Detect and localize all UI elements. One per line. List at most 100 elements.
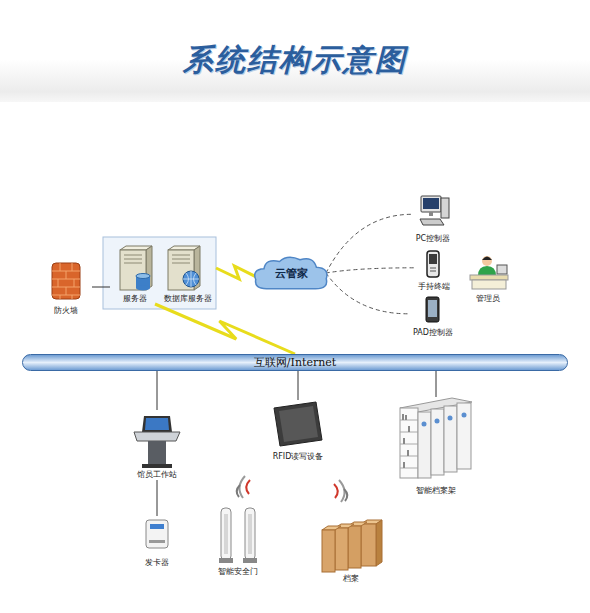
network-line — [157, 371, 158, 410]
tablet-icon-part — [428, 300, 437, 317]
node-label: 服务器 — [123, 294, 147, 304]
admin-icon-part — [470, 275, 508, 280]
cloud-outline — [255, 257, 327, 288]
firewall-icon-part — [52, 263, 80, 299]
security-gate-icon-part — [243, 558, 257, 563]
device-node: 馆员工作站 — [126, 410, 188, 480]
network-line — [436, 371, 437, 397]
node-label: PC控制器 — [416, 234, 450, 244]
pc-icon-part — [441, 198, 449, 218]
device-node: 手持终端 — [412, 248, 456, 292]
card-issuer-icon-part — [146, 520, 168, 548]
radio-waves-part — [237, 485, 240, 497]
archive-shelf-icon-part — [435, 419, 440, 424]
lightning-link — [216, 266, 256, 279]
archive-shelf-icon-part — [431, 409, 444, 475]
archive-boxes-icon — [322, 520, 382, 572]
node-label: 防火墙 — [54, 306, 78, 316]
rfid-reader-icon-part — [274, 402, 322, 446]
firewall-icon — [52, 263, 80, 299]
handheld-icon-part — [427, 251, 439, 277]
node-label: 馆员工作站 — [137, 470, 177, 480]
archive-boxes-icon-part — [335, 528, 348, 570]
wireless-link — [326, 273, 408, 314]
admin-icon-part — [472, 280, 506, 289]
device-node: 智能安全门 — [210, 503, 266, 577]
handheld-icon-part — [430, 268, 436, 271]
device-node: 档案 — [316, 520, 386, 584]
database-server-icon-part — [183, 271, 199, 287]
handheld-icon — [427, 251, 439, 277]
node-label: 管理员 — [476, 294, 500, 304]
card-issuer-icon-part — [150, 524, 164, 529]
radio-waves-part — [344, 489, 347, 501]
device-node: 发卡器 — [135, 516, 179, 568]
tablet-icon — [426, 297, 439, 322]
tablet-icon-part — [426, 297, 439, 322]
node-label: 互联网/Internet — [254, 356, 336, 370]
security-gate-icon-part — [245, 508, 255, 560]
node-label: 档案 — [343, 574, 359, 584]
workstation-icon — [134, 416, 180, 468]
security-gate-icon-part — [221, 508, 231, 560]
archive-boxes-icon-part — [376, 520, 382, 566]
node-label: 云管家 — [275, 267, 308, 280]
network-band: 互联网/Internet — [22, 354, 568, 371]
archive-shelf-icon-part — [444, 406, 457, 472]
rfid-reader-icon — [274, 402, 322, 446]
archive-shelf-icon-part — [400, 408, 418, 478]
server-group-frame — [103, 237, 216, 309]
security-gate-icon-part — [224, 514, 228, 554]
device-node: 智能档案架 — [395, 397, 477, 496]
rfid-reader-icon-part — [279, 406, 318, 442]
radio-waves-part — [246, 480, 250, 494]
node-label: 智能档案架 — [416, 486, 456, 496]
device-node: 数据库服务器 — [160, 244, 216, 304]
pc-icon-part — [421, 196, 441, 212]
radio-waves-part — [239, 476, 245, 498]
archive-boxes-icon-part — [348, 526, 361, 568]
archive-boxes-icon-part — [322, 526, 341, 530]
archive-shelf-icon-part — [422, 422, 427, 427]
security-gate-icon-part — [248, 514, 252, 554]
archive-shelf-icon-part — [448, 416, 453, 421]
security-gate-icon-part — [219, 558, 233, 563]
handheld-icon-part — [429, 254, 437, 264]
wireless-link — [326, 214, 412, 273]
network-line — [298, 371, 299, 400]
admin-icon — [470, 256, 508, 289]
node-label: 智能安全门 — [218, 567, 258, 577]
card-issuer-icon-part — [149, 540, 165, 543]
server-icon-part — [136, 274, 150, 279]
workstation-icon-part — [148, 441, 166, 465]
archive-shelf-icon-part — [462, 413, 467, 418]
database-server-icon-part — [172, 255, 190, 263]
cloud-node: 云管家 — [250, 254, 332, 292]
device-node: 防火墙 — [40, 258, 92, 316]
database-server-icon-part — [183, 271, 199, 287]
archive-boxes-icon-part — [322, 530, 335, 572]
device-node: PAD控制器 — [406, 294, 460, 338]
device-node: RFID读写设备 — [266, 400, 330, 462]
device-node: PC控制器 — [410, 190, 456, 244]
node-label: PAD控制器 — [413, 328, 453, 338]
pc-icon-part — [429, 212, 433, 216]
server-icon-part — [124, 255, 142, 263]
workstation-icon-part — [145, 418, 169, 430]
pc-icon-part — [423, 198, 439, 209]
admin-icon-part — [482, 257, 492, 261]
node-label: 数据库服务器 — [164, 294, 212, 304]
network-line — [157, 480, 158, 516]
workstation-icon-part — [142, 416, 172, 432]
server-icon-part — [136, 286, 150, 291]
diagram-title: 系统结构示意图 — [0, 40, 590, 80]
node-label: 发卡器 — [145, 558, 169, 568]
firewall-icon-part — [52, 263, 80, 299]
network-line — [92, 287, 110, 288]
workstation-icon-part — [142, 464, 172, 468]
admin-icon-part — [482, 256, 492, 266]
archive-shelf-icon-part — [457, 403, 471, 469]
wireless-link — [326, 268, 414, 273]
